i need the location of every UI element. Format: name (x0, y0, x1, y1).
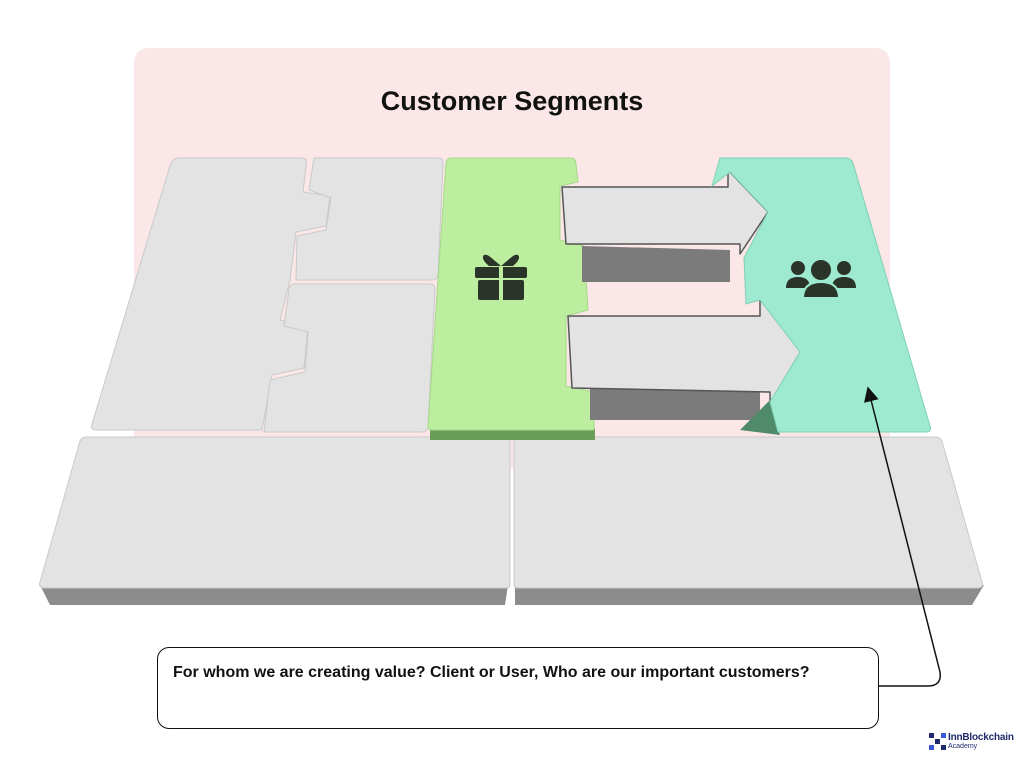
channel-arrow-top-face (561, 169, 769, 255)
logo-subtitle: Academy (948, 743, 978, 750)
bottom-left-block-face (39, 436, 511, 589)
channel-arrow-bottom-shadow (590, 388, 760, 420)
bottom-right-block (513, 436, 984, 605)
bottom-left-block (39, 436, 511, 605)
customer-segments-side (740, 400, 780, 435)
key-activities-block (295, 157, 444, 281)
bottom-left-block-side (40, 585, 508, 605)
channel-arrow-top (561, 169, 769, 282)
key-activities-block-face (295, 157, 444, 281)
key-resources-block-face (263, 283, 436, 433)
key-resources-block (263, 283, 436, 433)
page-title: Customer Segments (380, 86, 644, 116)
gift-icon (475, 254, 527, 300)
key-partners-block-face (91, 157, 331, 431)
innblockchain-logo: InnBlockchain Academy (929, 732, 1014, 753)
channel-arrow-bottom (567, 295, 803, 420)
callout-connector-arrow (864, 386, 941, 687)
bottom-right-block-face (513, 436, 983, 589)
value-proposition-side (430, 428, 595, 440)
callout-box: For whom we are creating value? Client o… (157, 647, 879, 729)
logo-name: InnBlockchain (948, 732, 1014, 743)
logo-mark-icon (929, 733, 946, 750)
channel-arrow-top-shadow (582, 246, 730, 282)
bottom-right-block-side (515, 585, 984, 605)
key-partners-block (91, 157, 331, 431)
users-group-icon (786, 258, 856, 299)
